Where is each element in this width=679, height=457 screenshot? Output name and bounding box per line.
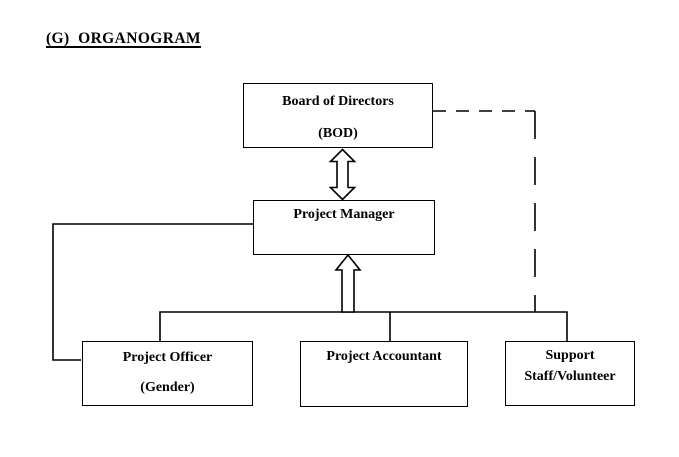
node-label: Project Manager: [293, 207, 395, 222]
node-project-manager: Project Manager: [253, 200, 435, 255]
node-label: Support: [545, 348, 595, 363]
node-project-officer: Project Officer (Gender): [82, 341, 253, 406]
node-project-accountant: Project Accountant: [300, 341, 468, 407]
pm-to-officer-elbow-line: [52, 223, 253, 361]
node-label: Board of Directors: [282, 94, 394, 109]
node-label: (Gender): [140, 380, 195, 395]
page-title: (G) ORGANOGRAM: [46, 30, 201, 47]
bottom-bus-line: [159, 311, 568, 341]
node-board-of-directors: Board of Directors (BOD): [243, 83, 433, 148]
node-support-staff-volunteer: Support Staff/Volunteer: [505, 341, 635, 406]
staff-pm-up-arrow: [334, 253, 362, 313]
bod-pm-double-arrow: [328, 148, 357, 201]
node-label: (BOD): [318, 126, 358, 141]
node-label: Project Officer: [122, 350, 213, 365]
node-label: Staff/Volunteer: [524, 369, 616, 384]
node-label: Project Accountant: [326, 349, 442, 364]
